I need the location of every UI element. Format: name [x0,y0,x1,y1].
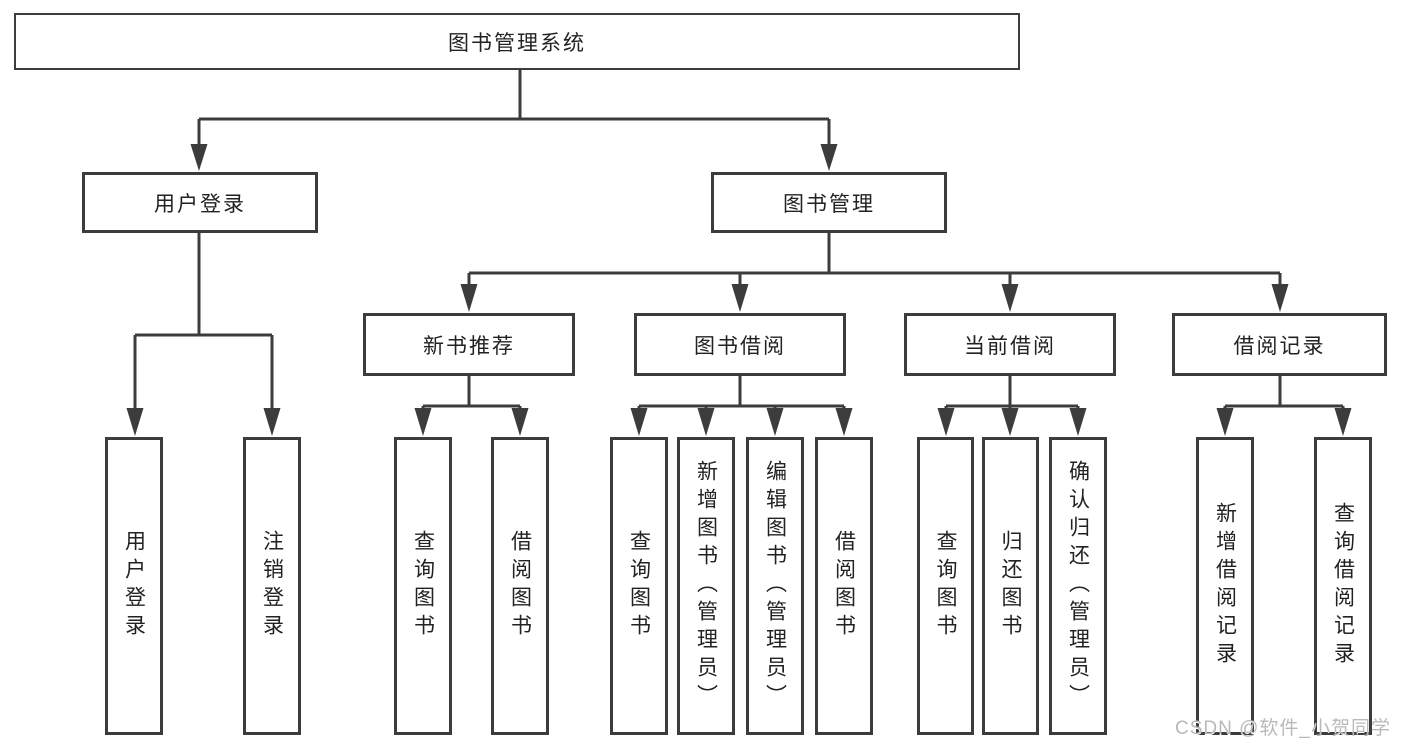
connector-login-to-leaves [126,233,281,436]
leaf-label: 注销登录 [260,530,284,642]
leaf-add-books-admin: 新增图书（管理员） [677,437,735,735]
node-label: 当前借阅 [964,334,1056,358]
csdn-watermark: CSDN @软件_小贺同学 [1175,718,1391,739]
leaf-logout: 注销登录 [243,437,301,735]
leaf-label: 借阅图书 [508,530,532,642]
node-borrow-records: 借阅记录 [1172,313,1387,376]
leaf-label: 用户登录 [122,530,146,642]
leaf-label: 编辑图书（管理员） [763,460,787,712]
node-book-borrowing: 图书借阅 [634,313,846,376]
leaf-label: 借阅图书 [832,530,856,642]
node-book-management-branch: 图书管理 [711,172,947,233]
node-system-root: 图书管理系统 [14,13,1020,70]
leaf-return-books: 归还图书 [982,437,1039,735]
leaf-label: 确认归还（管理员） [1066,460,1090,712]
connector-mgmt-to-level3 [460,233,1289,312]
connector-current-to-leaves [937,376,1087,436]
leaf-label: 查询图书 [934,530,957,642]
node-label: 图书管理系统 [448,31,586,55]
leaf-user-login: 用户登录 [105,437,163,735]
leaf-label: 查询借阅记录 [1331,502,1355,670]
node-label: 借阅记录 [1233,334,1326,358]
leaf-label: 归还图书 [999,530,1022,642]
leaf-query-borrow-record: 查询借阅记录 [1314,437,1372,735]
leaf-query-books: 查询图书 [917,437,974,735]
node-new-book-recommend: 新书推荐 [363,313,575,376]
node-label: 用户登录 [154,192,246,216]
node-label: 新书推荐 [423,334,515,358]
leaf-label: 新增图书（管理员） [694,460,718,712]
node-label: 图书借阅 [694,334,786,358]
node-user-login-branch: 用户登录 [82,172,318,233]
leaf-edit-books-admin: 编辑图书（管理员） [746,437,804,735]
leaf-label: 新增借阅记录 [1213,502,1237,670]
leaf-borrow-books: 借阅图书 [815,437,873,735]
connector-newbook-to-leaves [414,376,529,436]
leaf-label: 查询图书 [411,530,435,642]
node-current-borrowing: 当前借阅 [904,313,1116,376]
leaf-query-books: 查询图书 [610,437,668,735]
connector-borrow-to-leaves [630,376,853,436]
leaf-add-borrow-record: 新增借阅记录 [1196,437,1254,735]
leaf-confirm-return-admin: 确认归还（管理员） [1049,437,1107,735]
connector-records-to-leaves [1216,376,1352,436]
leaf-query-books: 查询图书 [394,437,452,735]
leaf-borrow-books: 借阅图书 [491,437,549,735]
node-label: 图书管理 [783,192,875,216]
leaf-label: 查询图书 [627,530,651,642]
connector-root-to-level2 [190,70,838,171]
